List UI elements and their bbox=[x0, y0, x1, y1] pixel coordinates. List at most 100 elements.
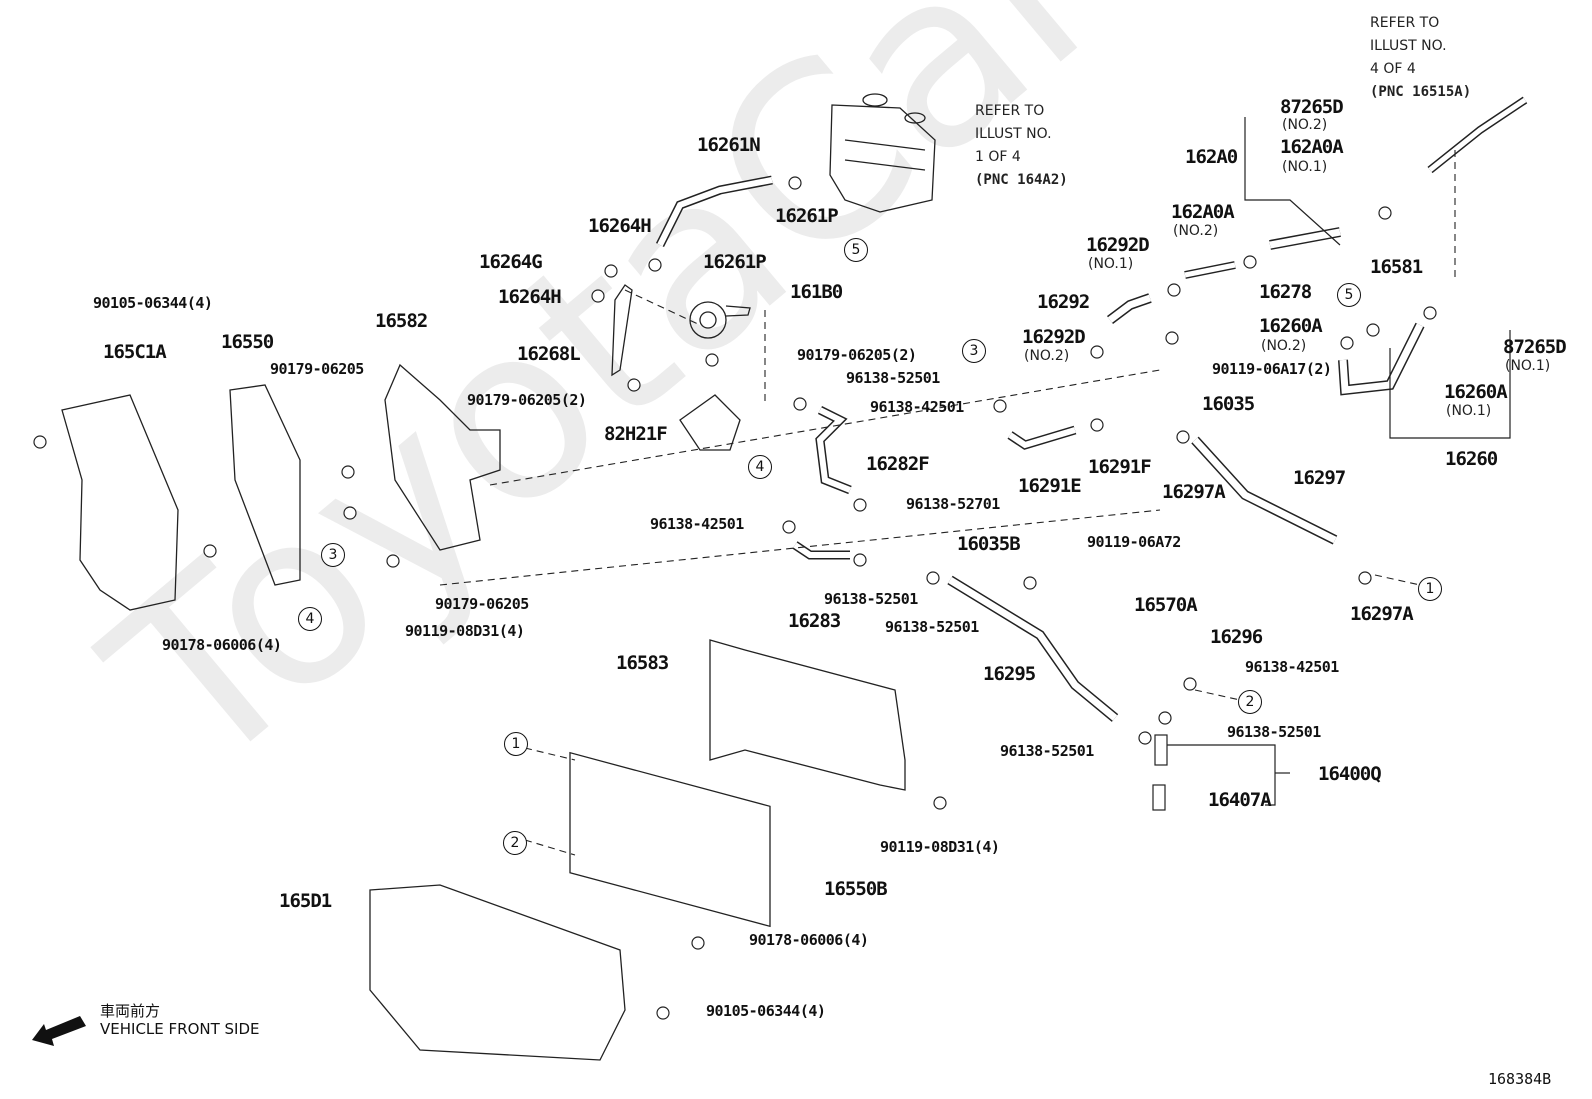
note-pnc: (PNC 16515A) bbox=[1370, 84, 1472, 100]
clamp-drawing bbox=[1090, 418, 1104, 432]
part-label-16260A[interactable]: 16260A bbox=[1444, 381, 1508, 403]
part-label-90179-06205[interactable]: 90179-06205 bbox=[270, 360, 364, 378]
part-label-16261N[interactable]: 16261N bbox=[697, 134, 761, 156]
part-label-16407A[interactable]: 16407A bbox=[1208, 789, 1272, 811]
part-label-87265D[interactable]: 87265D bbox=[1503, 336, 1567, 358]
clip-drawing bbox=[341, 465, 355, 479]
part-label-90178-06006-4[interactable]: 90178-06006(4) bbox=[749, 931, 869, 949]
part-label-90119-06A17-2[interactable]: 90119-06A17(2) bbox=[1212, 360, 1332, 378]
part-label-16581[interactable]: 16581 bbox=[1370, 256, 1423, 278]
part-label-16297A[interactable]: 16297A bbox=[1162, 481, 1226, 503]
part-label-16583[interactable]: 16583 bbox=[616, 652, 669, 674]
part-label-16261P[interactable]: 16261P bbox=[703, 251, 767, 273]
part-label-16291F[interactable]: 16291F bbox=[1088, 456, 1152, 478]
radiator-16550B-drawing bbox=[569, 751, 771, 928]
callout-marker-3: 3 bbox=[321, 543, 345, 567]
hose-16260-drawing bbox=[1338, 322, 1425, 396]
clamp-drawing bbox=[1183, 677, 1197, 691]
note-line: ILLUST NO. bbox=[975, 126, 1052, 142]
part-label-16292D[interactable]: 16292D bbox=[1086, 234, 1150, 256]
part-label-90179-06205-2[interactable]: 90179-06205(2) bbox=[797, 346, 917, 364]
vehicle-front-label-en: VEHICLE FRONT SIDE bbox=[100, 1020, 260, 1038]
drain-plug-drawing bbox=[1152, 784, 1166, 811]
bolt-drawing bbox=[933, 796, 947, 810]
part-label-16264G[interactable]: 16264G bbox=[479, 251, 543, 273]
part-label-165C1A[interactable]: 165C1A bbox=[103, 341, 167, 363]
part-label-16035[interactable]: 16035 bbox=[1202, 393, 1255, 415]
part-label-96138-52701[interactable]: 96138-52701 bbox=[906, 495, 1000, 513]
part-label-90119-08D31-4[interactable]: 90119-08D31(4) bbox=[880, 838, 1000, 856]
bolt-drawing bbox=[33, 435, 47, 449]
shroud-165D1-drawing bbox=[369, 884, 626, 1061]
part-label-16550[interactable]: 16550 bbox=[221, 331, 274, 353]
clamp-drawing bbox=[793, 397, 807, 411]
part-label-16283[interactable]: 16283 bbox=[788, 610, 841, 632]
part-label-16296[interactable]: 16296 bbox=[1210, 626, 1263, 648]
part-label-16550B[interactable]: 16550B bbox=[824, 878, 888, 900]
clip-drawing bbox=[386, 554, 400, 568]
callout-marker-1: 1 bbox=[504, 732, 528, 756]
clamp-drawing bbox=[705, 353, 719, 367]
bolt-drawing bbox=[656, 1006, 670, 1020]
part-label-16260A[interactable]: 16260A bbox=[1259, 315, 1323, 337]
part-sublabel: (NO.2) bbox=[1024, 348, 1070, 364]
part-label-16292D[interactable]: 16292D bbox=[1022, 326, 1086, 348]
part-label-96138-52501[interactable]: 96138-52501 bbox=[885, 618, 979, 636]
part-label-96138-52501[interactable]: 96138-52501 bbox=[1000, 742, 1094, 760]
part-label-96138-52501[interactable]: 96138-52501 bbox=[1227, 723, 1321, 741]
part-label-96138-52501[interactable]: 96138-52501 bbox=[824, 590, 918, 608]
part-sublabel: (NO.1) bbox=[1505, 358, 1551, 374]
clamp-drawing bbox=[591, 289, 605, 303]
part-label-90119-06A72[interactable]: 90119-06A72 bbox=[1087, 533, 1181, 551]
part-label-87265D[interactable]: 87265D bbox=[1280, 96, 1344, 118]
clamp-drawing bbox=[1176, 430, 1190, 444]
part-label-96138-42501[interactable]: 96138-42501 bbox=[1245, 658, 1339, 676]
part-label-96138-52501[interactable]: 96138-52501 bbox=[846, 369, 940, 387]
part-sublabel: (NO.2) bbox=[1282, 117, 1328, 133]
part-label-16278[interactable]: 16278 bbox=[1259, 281, 1312, 303]
support-16583-drawing bbox=[709, 639, 906, 791]
part-label-90105-06344-4[interactable]: 90105-06344(4) bbox=[706, 1002, 826, 1020]
part-label-16282F[interactable]: 16282F bbox=[866, 453, 930, 475]
part-label-90105-06344-4[interactable]: 90105-06344(4) bbox=[93, 294, 213, 312]
part-label-90178-06006-4[interactable]: 90178-06006(4) bbox=[162, 636, 282, 654]
part-label-16295[interactable]: 16295 bbox=[983, 663, 1036, 685]
part-label-16291E[interactable]: 16291E bbox=[1018, 475, 1082, 497]
part-label-162A0A[interactable]: 162A0A bbox=[1171, 201, 1235, 223]
part-label-16260[interactable]: 16260 bbox=[1445, 448, 1498, 470]
diagram-id: 168384B bbox=[1488, 1070, 1552, 1088]
part-label-16264H[interactable]: 16264H bbox=[498, 286, 562, 308]
part-label-162A0A[interactable]: 162A0A bbox=[1280, 136, 1344, 158]
part-label-16582[interactable]: 16582 bbox=[375, 310, 428, 332]
part-label-82H21F[interactable]: 82H21F bbox=[604, 423, 668, 445]
part-label-96138-42501[interactable]: 96138-42501 bbox=[650, 515, 744, 533]
clamp-drawing bbox=[788, 176, 802, 190]
note-line: 1 OF 4 bbox=[975, 149, 1021, 165]
clamp-drawing bbox=[1366, 323, 1380, 337]
part-label-165D1[interactable]: 165D1 bbox=[279, 890, 332, 912]
note-illust-1: REFER TO ILLUST NO. 1 OF 4 (PNC 164A2) bbox=[975, 100, 1068, 192]
part-label-16268L[interactable]: 16268L bbox=[517, 343, 581, 365]
part-label-16261P[interactable]: 16261P bbox=[775, 205, 839, 227]
vehicle-front-label-jp: 車両前方 bbox=[100, 1002, 161, 1020]
part-label-16297A[interactable]: 16297A bbox=[1350, 603, 1414, 625]
bracket-82H21F-drawing bbox=[679, 394, 741, 451]
part-label-90179-06205[interactable]: 90179-06205 bbox=[435, 595, 529, 613]
part-label-162A0[interactable]: 162A0 bbox=[1185, 146, 1238, 168]
part-label-16570A[interactable]: 16570A bbox=[1134, 594, 1198, 616]
part-label-96138-42501[interactable]: 96138-42501 bbox=[870, 398, 964, 416]
fan-shroud-16582-drawing bbox=[384, 363, 501, 551]
part-label-90119-08D31-4[interactable]: 90119-08D31(4) bbox=[405, 622, 525, 640]
part-label-16297[interactable]: 16297 bbox=[1293, 467, 1346, 489]
part-label-16400Q[interactable]: 16400Q bbox=[1318, 763, 1382, 785]
callout-marker-4: 4 bbox=[298, 607, 322, 631]
seal-165C1A-drawing bbox=[61, 394, 179, 611]
clamp-drawing bbox=[926, 571, 940, 585]
condenser-16550-drawing bbox=[229, 384, 301, 586]
part-label-16292[interactable]: 16292 bbox=[1037, 291, 1090, 313]
clamp-drawing bbox=[993, 399, 1007, 413]
part-label-161B0[interactable]: 161B0 bbox=[790, 281, 843, 303]
part-label-16264H[interactable]: 16264H bbox=[588, 215, 652, 237]
part-label-16035B[interactable]: 16035B bbox=[957, 533, 1021, 555]
part-label-90179-06205-2[interactable]: 90179-06205(2) bbox=[467, 391, 587, 409]
